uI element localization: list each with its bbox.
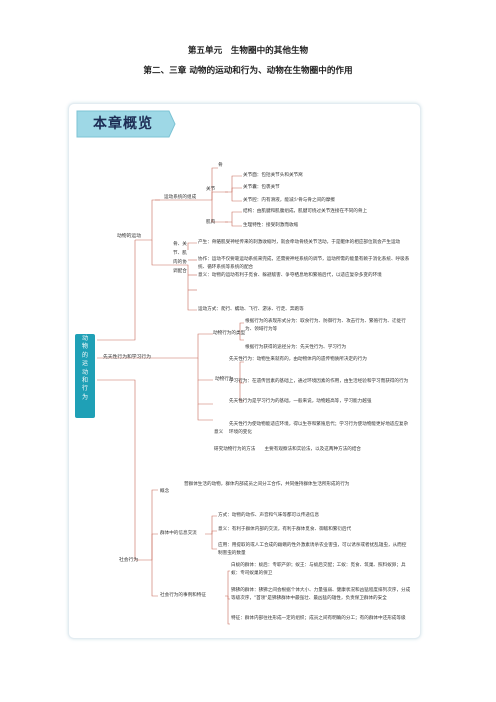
examples-item-2: 狒狒的群体：狒狒之间会根据个体大小、力量强弱、健康状况和凶猛程度排列次序，分成等… bbox=[231, 588, 411, 601]
banner-shape-icon bbox=[76, 110, 176, 138]
communication-item-2: 意义：有利于群体内部的交流，有利于群体觅食、御敌和繁衍后代 bbox=[218, 527, 352, 532]
bone-node: 骨 bbox=[218, 163, 223, 168]
muscle-item-1: 结构：由肌腱和肌腹组成，肌腱可绕过关节连接在不同的骨上 bbox=[243, 209, 368, 214]
meaning-node: 意义 bbox=[214, 430, 224, 435]
muscle-node: 肌肉 bbox=[206, 220, 216, 225]
coord-node: 骨、关节、肌肉的协调配合 bbox=[173, 242, 187, 274]
overview-label: 本章概览 bbox=[93, 116, 153, 132]
coord-item-3: 意义：动物的运动有利于觅食、躲避敌害、争夺栖息地和繁殖后代，以适应复杂多变的环境 bbox=[198, 273, 382, 278]
joint-item-2: 关节囊：包裹关节 bbox=[243, 185, 280, 190]
overview-banner: 本章概览 bbox=[71, 108, 181, 140]
branch-social: 社会行为 bbox=[119, 558, 139, 563]
coord-item-2: 协作：运动不仅要靠运动系统来完成，还需要神经系统的调节，运动所需的能量有赖于消化… bbox=[198, 257, 410, 270]
concept-text: 营群体生活的动物，群体内部成员之间分工合作，共同维持群体生活所形成的行为 bbox=[184, 482, 350, 487]
root-node: 动物的运动和行为 bbox=[75, 334, 95, 418]
communication-node: 群体中的信息交流 bbox=[160, 531, 197, 536]
coord-item-1: 产生：骨骼肌受神经传来的刺激收缩时，就会牵动骨绕关节活动，于是躯体的相应部位就会… bbox=[198, 240, 401, 245]
joint-node: 关节 bbox=[206, 187, 216, 192]
examples-item-3: 特征：群体内部往往形成一定的组织；成员之间有明确的分工；有的群体中还形成等级 bbox=[231, 616, 406, 621]
branch-movement: 动物的运动 bbox=[117, 234, 141, 239]
meaning-text: 先天性行为使动物能适应环境，得以生存和繁殖后代；学习行为使动物能更好地适应复杂环… bbox=[229, 422, 409, 435]
examples-item-1: 白蚁的群体：蚁后：专职产卵；蚁王：与蚁后交配；工蚁：觅食、筑巢、照料蚁卵；兵蚁：… bbox=[231, 563, 406, 576]
branch-innate: 先天性行为和学习行为 bbox=[103, 355, 151, 360]
behavior-node: 动物行为 bbox=[215, 377, 234, 382]
unit-title: 第五单元 生物圈中的其他生物 bbox=[187, 46, 309, 56]
types-node: 动物行为的类型 bbox=[213, 331, 246, 336]
behavior-item-3: 先天性行为是学习行为的基础，一般来说，动物越高等，学习能力越强 bbox=[229, 399, 372, 404]
joint-item-1: 关节面：包括关节头和关节窝 bbox=[243, 173, 303, 178]
muscle-item-2: 生理特性：接受刺激而收缩 bbox=[243, 223, 299, 228]
behavior-item-2: 学习行为：在遗传因素的基础上，通过环境因素的作用，由生活经验和学习而获得的行为 bbox=[229, 379, 409, 384]
concept-node: 概念 bbox=[160, 489, 170, 494]
types-item-1: 根据行为的表现形式分为：取食行为、防御行为、攻击行为、繁殖行为、迁徙行为、领域行… bbox=[245, 319, 406, 332]
mindmap-panel bbox=[68, 103, 421, 639]
chapter-title: 第二、三章 动物的运动和行为、动物在生物圈中的作用 bbox=[143, 66, 353, 76]
behavior-item-1: 先天性行为：动物生来就有的，由动物体内的遗传物质所决定的行为 bbox=[229, 357, 367, 362]
movement-modes: 运动方式：爬行、蠕动、飞行、游泳、行走、奔跑等 bbox=[198, 307, 304, 312]
research-methods: 研究动物行为的方法 主要有观察法和实验法，以及这两种方法的结合 bbox=[214, 447, 362, 452]
root-label: 动物的运动和行为 bbox=[81, 335, 88, 401]
types-item-2: 根据行为获得的途径分为：先天性行为、学习行为 bbox=[245, 345, 347, 350]
communication-item-3: 应用：用提取的或人工合成的雌蛾的性外激素诱杀农业害虫，可以诱杀或者扰乱雄虫，从而… bbox=[218, 543, 407, 556]
joint-item-3: 关节腔：内有滑液，能减少骨与骨之间的摩擦 bbox=[243, 198, 335, 203]
communication-item-1: 方式：动物的动作、声音和气味等都可以传递信息 bbox=[218, 513, 320, 518]
examples-node: 社会行为的事例和特征 bbox=[160, 593, 206, 598]
movement-system: 运动系统的组成 bbox=[164, 195, 197, 200]
